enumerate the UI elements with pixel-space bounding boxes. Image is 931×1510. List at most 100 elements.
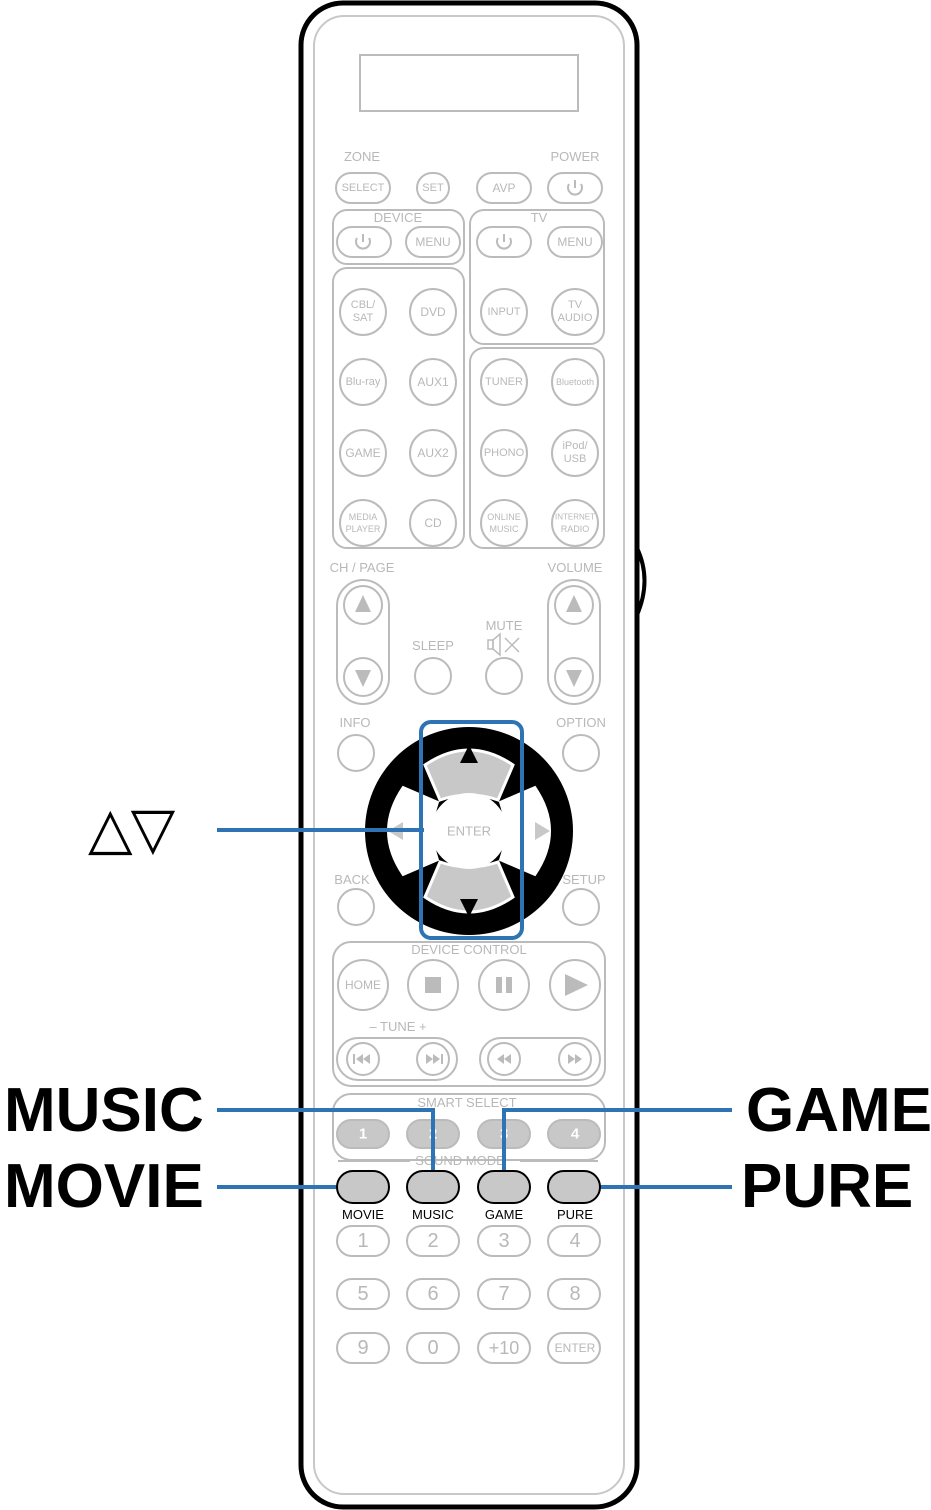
device-menu-button[interactable]: MENU (405, 226, 461, 258)
num-8-button[interactable]: 8 (547, 1278, 601, 1310)
internet-radio-button[interactable]: INTERNET RADIO (551, 499, 599, 547)
triangle-down-icon (355, 670, 371, 687)
device-group-frame (332, 209, 465, 265)
triangle-up-icon (460, 745, 478, 763)
skip-forward-button[interactable] (416, 1042, 450, 1076)
sleep-button[interactable] (414, 657, 452, 695)
dvd-button[interactable]: DVD (409, 288, 457, 336)
ch-page-up-button[interactable] (343, 585, 383, 625)
enter-button[interactable] (431, 793, 507, 869)
option-button[interactable] (562, 734, 600, 772)
cbl-sat-button[interactable]: CBL/ SAT (339, 288, 387, 336)
mute-label: MUTE (486, 618, 523, 633)
game-callout-line (502, 1108, 732, 1172)
cd-label: CD (424, 516, 442, 530)
set-label: SET (422, 182, 444, 194)
plus10-button[interactable]: +10 (477, 1332, 531, 1364)
phono-button[interactable]: PHONO (480, 429, 528, 477)
pure-button[interactable] (547, 1170, 601, 1204)
pause-button[interactable] (478, 959, 530, 1011)
num-5-label: 5 (357, 1283, 368, 1305)
cbl-sat-label-2: SAT (353, 312, 374, 324)
avp-button[interactable]: AVP (476, 172, 532, 204)
setup-button[interactable] (562, 888, 600, 926)
rewind-button[interactable] (487, 1042, 521, 1076)
play-icon (565, 974, 588, 996)
game-button[interactable] (477, 1170, 531, 1204)
info-button[interactable] (337, 734, 375, 772)
info-label: INFO (339, 715, 370, 730)
updown-callout: △▽ (88, 796, 175, 861)
volume-up-button[interactable] (554, 585, 594, 625)
device-control-label: DEVICE CONTROL (411, 942, 527, 957)
tv-power-button[interactable] (476, 226, 532, 258)
sleep-label: SLEEP (412, 638, 454, 653)
num-1-label: 1 (357, 1230, 368, 1252)
device-power-button[interactable] (336, 226, 392, 258)
aux1-button[interactable]: AUX1 (409, 358, 457, 406)
back-button[interactable] (337, 888, 375, 926)
game-input-button[interactable]: GAME (339, 429, 387, 477)
num-9-button[interactable]: 9 (336, 1332, 390, 1364)
pure-callout: PURE (741, 1152, 914, 1221)
online-music-button[interactable]: ONLINE MUSIC (480, 499, 528, 547)
input-right-frame (469, 347, 605, 549)
num-0-button[interactable]: 0 (406, 1332, 460, 1364)
bluray-button[interactable]: Blu-ray (339, 358, 387, 406)
dvd-label: DVD (420, 305, 446, 319)
skip-back-icon (353, 1054, 370, 1064)
select-button[interactable]: SELECT (335, 172, 391, 204)
tune-label: – TUNE + (369, 1019, 426, 1034)
tv-menu-button[interactable]: MENU (547, 226, 603, 258)
cbl-sat-label: CBL/ (351, 299, 376, 311)
num-4-button[interactable]: 4 (547, 1225, 601, 1257)
tuner-button[interactable]: TUNER (480, 358, 528, 406)
ch-page-down-button[interactable] (343, 657, 383, 697)
mute-button[interactable] (485, 657, 523, 695)
option-label: OPTION (556, 715, 606, 730)
num-6-button[interactable]: 6 (406, 1278, 460, 1310)
num-7-button[interactable]: 7 (477, 1278, 531, 1310)
device-label: DEVICE (374, 210, 423, 225)
fast-forward-button[interactable] (558, 1042, 592, 1076)
media-player-button[interactable]: MEDIA PLAYER (339, 499, 387, 547)
num-3-button[interactable]: 3 (477, 1225, 531, 1257)
aux2-button[interactable]: AUX2 (409, 429, 457, 477)
numpad: 1 2 3 4 5 6 7 8 (336, 1225, 601, 1364)
music-button[interactable] (406, 1170, 460, 1204)
smart-select-1-button[interactable]: 1 (336, 1119, 390, 1149)
stop-button[interactable] (407, 959, 459, 1011)
bluetooth-label: Bluetooth (556, 377, 594, 387)
set-button[interactable]: SET (416, 172, 450, 204)
numpad-enter-button[interactable]: ENTER (547, 1332, 601, 1364)
tv-audio-button[interactable]: TV AUDIO (551, 288, 599, 336)
num-5-button[interactable]: 5 (336, 1278, 390, 1310)
volume-down-button[interactable] (554, 657, 594, 697)
ipod-usb-button[interactable]: iPod/ USB (551, 429, 599, 477)
online-label: ONLINE (487, 512, 521, 522)
skip-back-button[interactable] (346, 1042, 380, 1076)
play-button[interactable] (549, 959, 601, 1011)
ch-page-label: CH / PAGE (330, 560, 395, 575)
num-7-label: 7 (498, 1283, 509, 1305)
num-2-button[interactable]: 2 (406, 1225, 460, 1257)
num-1-button[interactable]: 1 (336, 1225, 390, 1257)
input-button[interactable]: INPUT (480, 288, 528, 336)
bluetooth-button[interactable]: Bluetooth (551, 358, 599, 406)
home-button[interactable]: HOME (337, 959, 389, 1011)
cd-button[interactable]: CD (409, 499, 457, 547)
plus10-label: +10 (489, 1338, 520, 1358)
sound-mode-label: SOUND MODE (415, 1153, 505, 1168)
smart-select-4-button[interactable]: 4 (547, 1119, 601, 1149)
tuner-label: TUNER (485, 376, 523, 388)
movie-button[interactable] (336, 1170, 390, 1204)
movie-callout: MOVIE (4, 1152, 204, 1221)
scan-rocker (479, 1037, 601, 1081)
power-button[interactable] (547, 172, 603, 204)
num-9-label: 9 (357, 1337, 368, 1359)
power-icon (355, 234, 371, 250)
skip-forward-icon (426, 1054, 443, 1064)
power-label: POWER (550, 149, 599, 164)
zone-label: ZONE (344, 149, 380, 164)
